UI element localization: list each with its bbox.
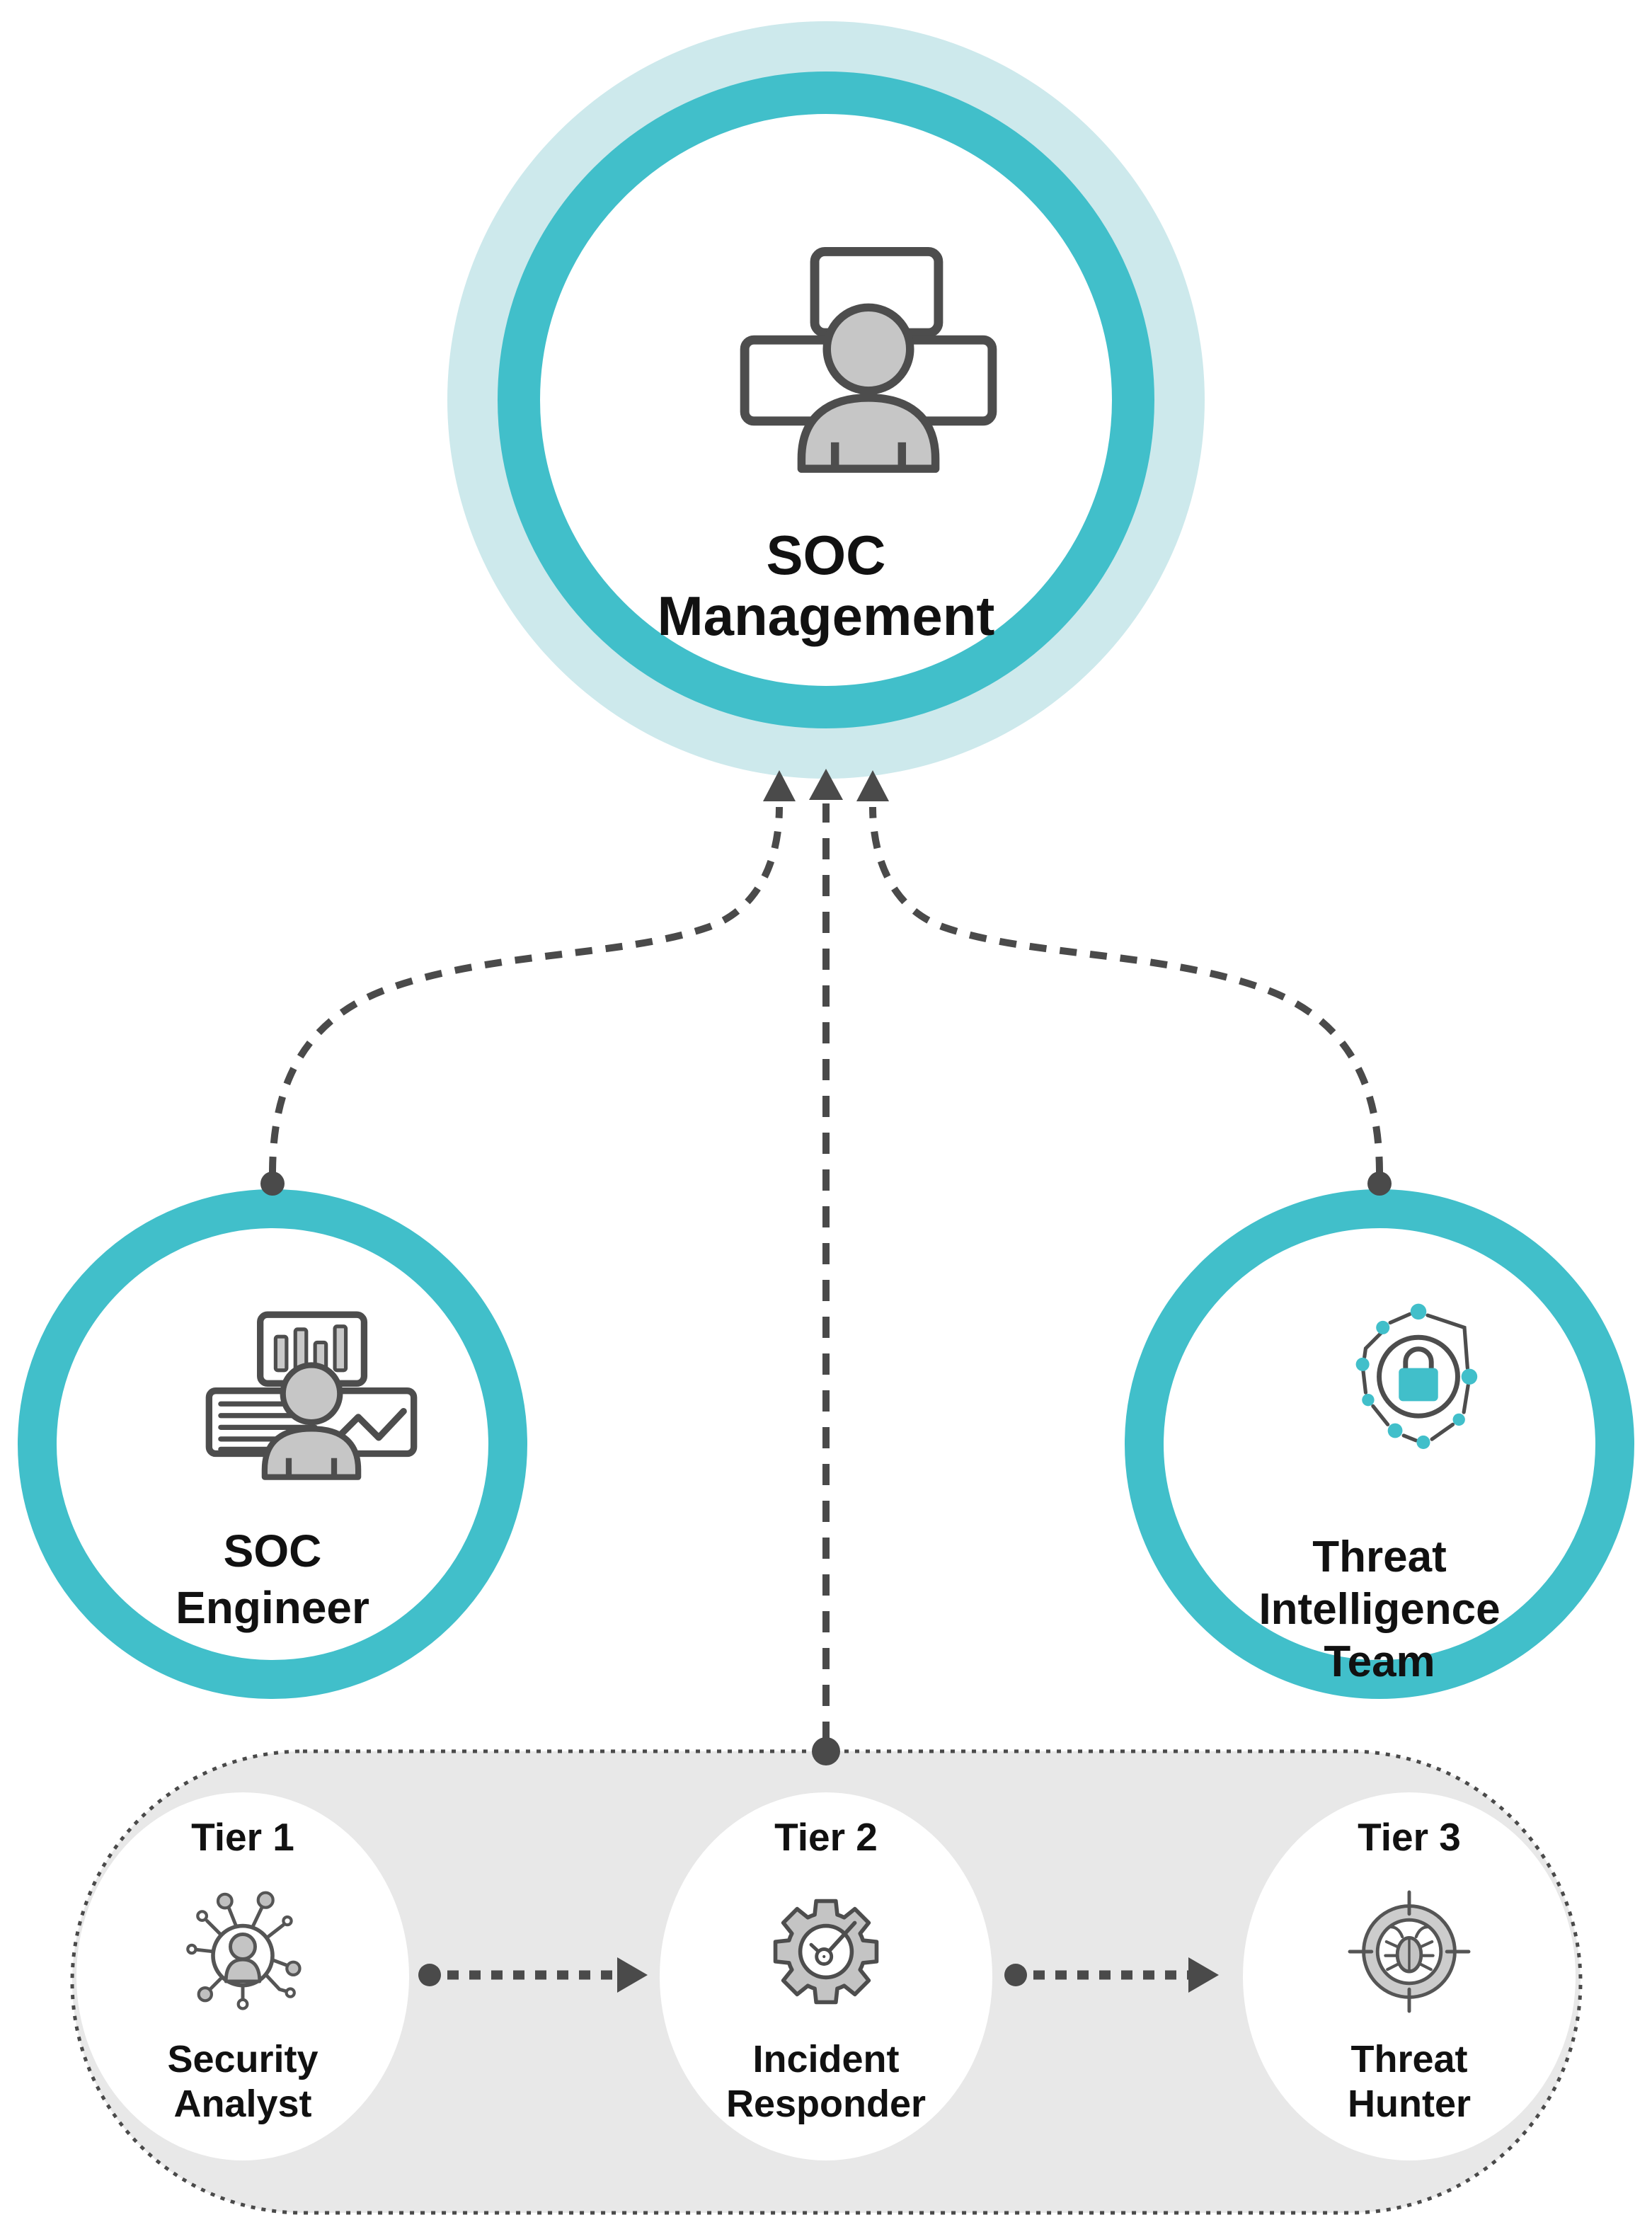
soc-engineer-node: SOC Engineer (18, 1189, 527, 1699)
tier2-node: Tier 2 Incident Responder (660, 1792, 992, 2160)
tier1-node: Tier 1 Security Analyst (76, 1792, 409, 2160)
edge-tier1-to-tier2 (418, 1957, 648, 1993)
tier3-node: Tier 3 Threat Hunter (1243, 1792, 1576, 2160)
edge-engineer-to-management (260, 770, 796, 1196)
tier3-role-label: Threat Hunter (1348, 2038, 1471, 2125)
connector-dot-tier-row (812, 1737, 840, 1765)
team-monitors-icon (740, 247, 997, 473)
bug-target-icon (1348, 1890, 1471, 2013)
soc-management-label: SOC Management (657, 524, 995, 647)
tier3-title: Tier 3 (1358, 1815, 1461, 1859)
person-network-icon (186, 1891, 302, 2010)
arrowhead-right-1 (617, 1957, 648, 1993)
gear-stopwatch-icon (773, 1899, 879, 2005)
threat-intelligence-node: Threat Intelligence Team (1125, 1189, 1634, 1699)
tier2-role-label: Incident Responder (725, 2038, 927, 2125)
shield-lock-network-icon (1355, 1303, 1478, 1449)
soc-engineer-label: SOC Engineer (176, 1525, 369, 1633)
edge-intel-to-management (856, 770, 1392, 1196)
threat-intelligence-label: Threat Intelligence Team (1258, 1533, 1501, 1686)
connector-dot-tier2 (1004, 1964, 1027, 1986)
analyst-dashboard-icon (205, 1311, 418, 1480)
arrowhead-right-2 (1188, 1957, 1219, 1993)
tier2-title: Tier 2 (774, 1815, 878, 1859)
connector-dot-tier1 (418, 1964, 441, 1986)
soc-management-node: SOC Management (498, 71, 1154, 728)
tier1-role-label: Security Analyst (167, 2038, 319, 2125)
edge-tier2-to-tier3 (1004, 1957, 1219, 1993)
edge-tiers-to-management (809, 769, 843, 1765)
tier1-title: Tier 1 (191, 1815, 294, 1859)
